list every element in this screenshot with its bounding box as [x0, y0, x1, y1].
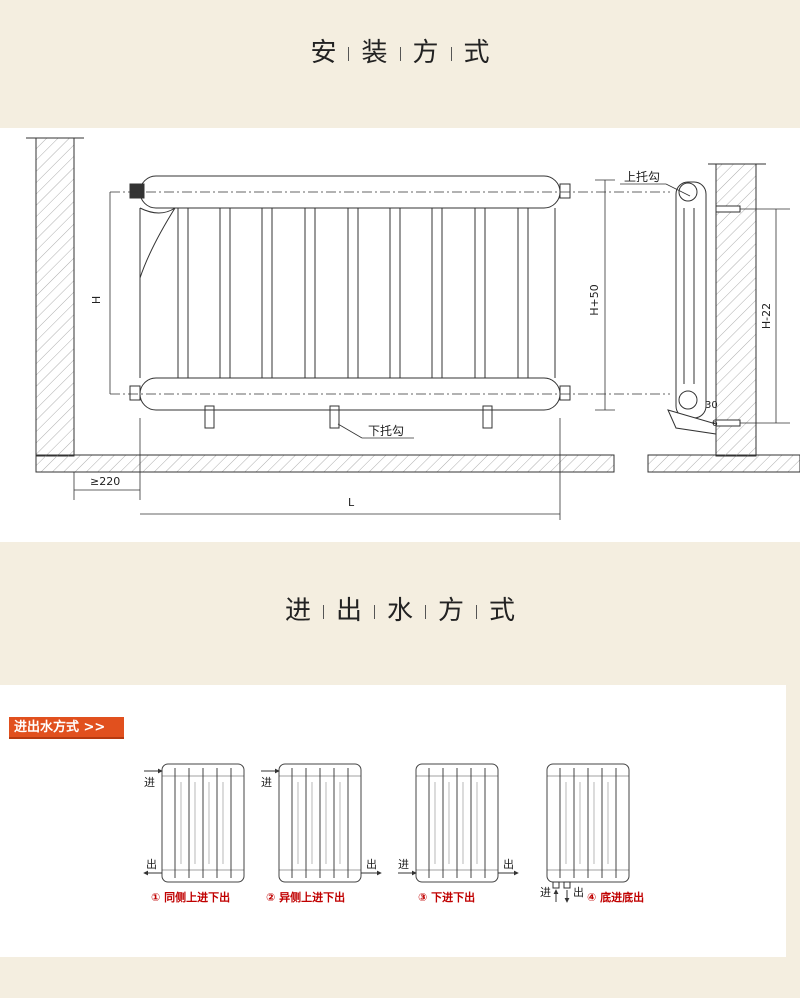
flow-caption-1: ① 同侧上进下出: [151, 891, 231, 904]
dim-h50: H+50: [588, 284, 601, 316]
label-upper-hook: 上托勾: [624, 170, 660, 184]
flow-diagram-4: 进 出: [540, 763, 630, 903]
floor: [35, 454, 615, 473]
dim-h: H: [90, 296, 103, 304]
flow-caption-2: ② 异侧上进下出: [266, 891, 346, 904]
out-label: 出: [503, 857, 514, 871]
flow-caption-3: ③ 下进下出: [418, 891, 476, 904]
title-char: 方: [412, 38, 439, 68]
in-label: 进: [540, 886, 551, 899]
label-lower-hook: 下托勾: [368, 424, 404, 438]
title-char: 方: [438, 596, 465, 626]
flow-tag: 进出水方式 >>: [9, 717, 124, 739]
out-label: 出: [366, 857, 377, 871]
title-char: 式: [489, 596, 516, 626]
title-char: 安: [310, 38, 337, 68]
dim-h22: H-22: [760, 303, 773, 329]
install-section-title: 安装方式: [0, 32, 800, 69]
dim-min-gap: ≥220: [90, 475, 120, 488]
title-char: 式: [463, 38, 490, 68]
install-diagram: H H+50 H-22 30 6 上托勾 下托勾: [26, 137, 800, 520]
out-label: 出: [573, 885, 584, 899]
flow-diagram-2: 进 出: [261, 763, 382, 883]
flow-caption-4: ④ 底进底出: [587, 891, 645, 904]
dim-6: 6: [712, 419, 718, 429]
title-char: 出: [335, 596, 362, 626]
radiator-side: [667, 181, 741, 435]
flow-section-title: 进出水方式: [0, 590, 800, 627]
title-char: 水: [386, 596, 413, 626]
dim-30: 30: [705, 400, 718, 411]
flow-diagram-panel: [0, 685, 786, 957]
dim-l: L: [348, 496, 355, 509]
install-diagram-panel: H H+50 H-22 30 6 上托勾 下托勾: [0, 128, 800, 542]
in-label: 进: [398, 858, 409, 871]
in-label: 进: [144, 776, 155, 789]
title-char: 装: [361, 38, 388, 68]
out-label: 出: [146, 857, 157, 871]
flow-diagram-3: 进 出: [398, 763, 519, 883]
flow-diagram-1: 进 出: [143, 763, 245, 883]
right-wall: [715, 163, 757, 457]
title-char: 进: [284, 596, 311, 626]
in-label: 进: [261, 776, 272, 789]
